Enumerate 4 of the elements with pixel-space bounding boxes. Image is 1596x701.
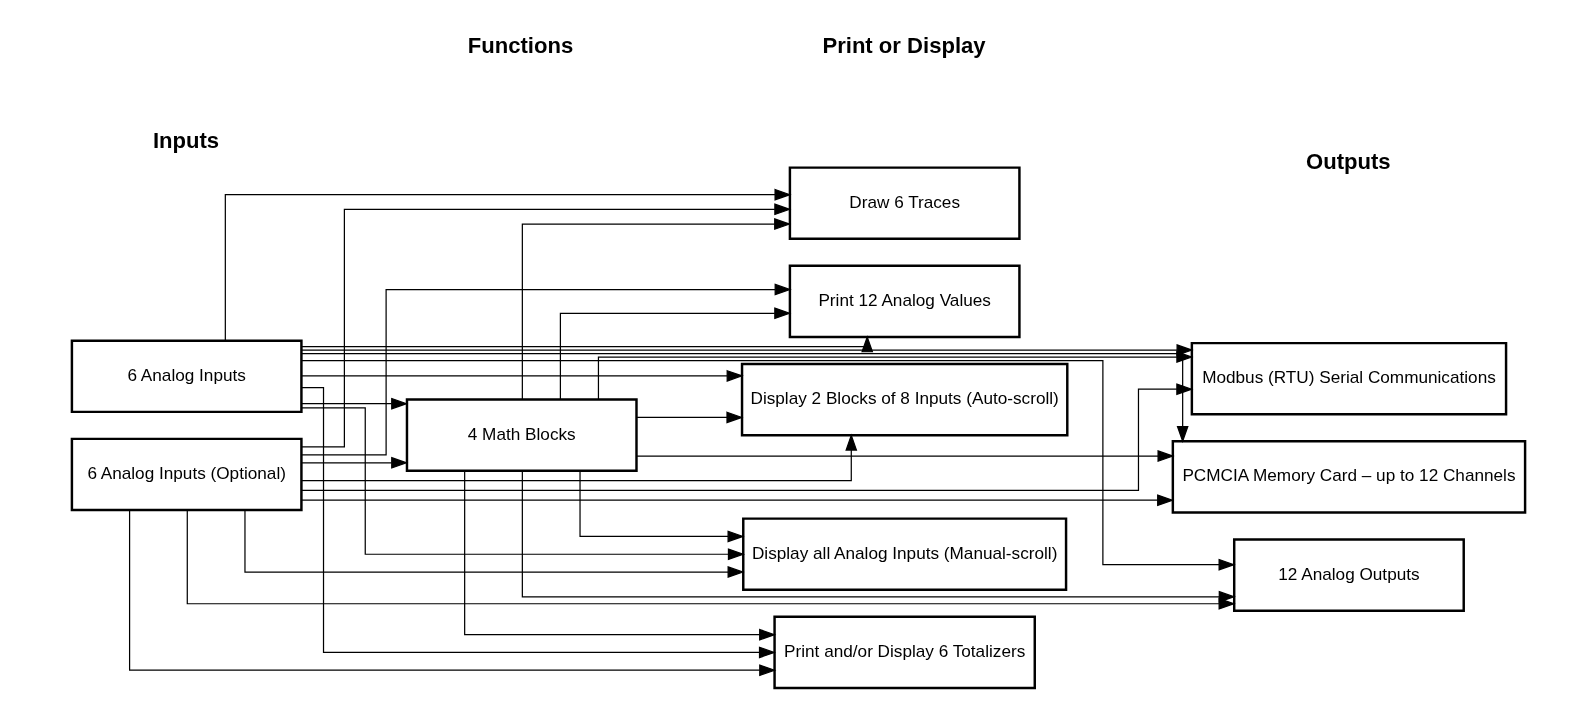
label: Print or Display [821,32,986,58]
label: Functions [467,32,573,58]
label: Outputs [1305,149,1391,175]
label: Inputs [152,128,219,154]
